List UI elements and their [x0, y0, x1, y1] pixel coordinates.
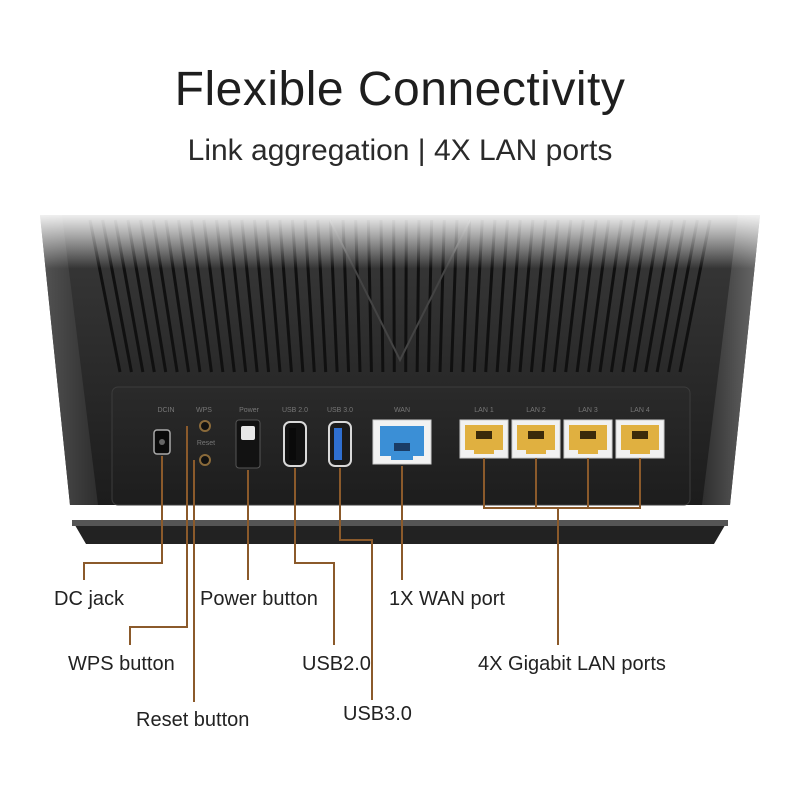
page-title: Flexible Connectivity	[174, 63, 626, 116]
mark-usb3: USB 3.0	[327, 407, 353, 414]
label-reset-button: Reset button	[136, 709, 250, 731]
lan-port-3	[563, 419, 613, 459]
dc-jack-port	[153, 429, 171, 455]
wps-button-hole	[199, 420, 211, 432]
mark-lan3: LAN 3	[578, 407, 598, 414]
label-wps-button: WPS button	[68, 653, 175, 675]
leader-lan	[483, 458, 641, 509]
leader-dc-jack	[83, 456, 163, 580]
mark-usb2: USB 2.0	[282, 407, 308, 414]
lan-port-1	[459, 419, 509, 459]
router-stand	[72, 520, 728, 544]
mark-lan1: LAN 1	[474, 407, 494, 414]
mark-wan: WAN	[394, 407, 410, 414]
label-dc-jack: DC jack	[54, 588, 125, 610]
page-subtitle: Link aggregation | 4X LAN ports	[187, 134, 613, 167]
usb2-port	[283, 421, 307, 467]
label-usb2: USB2.0	[302, 653, 371, 675]
mark-reset: Reset	[197, 440, 215, 447]
mark-dcin: DCIN	[157, 407, 174, 414]
power-button-switch	[235, 419, 261, 469]
label-lan-ports: 4X Gigabit LAN ports	[478, 653, 666, 675]
callout-leader-lines	[83, 426, 641, 702]
mark-lan2: LAN 2	[526, 407, 546, 414]
mark-power: Power	[239, 407, 260, 414]
leader-usb2	[294, 468, 335, 645]
lan-port-group	[459, 419, 665, 459]
reset-button-hole	[199, 454, 211, 466]
label-wan-port: 1X WAN port	[389, 588, 505, 610]
port-panel: DCIN WPS Reset Power USB 2.0 USB 3.0 WAN…	[111, 386, 691, 506]
mark-lan4: LAN 4	[630, 407, 650, 414]
label-usb3: USB3.0	[343, 703, 412, 725]
lan-port-4	[615, 419, 665, 459]
mark-wps: WPS	[196, 407, 212, 414]
usb3-port	[328, 421, 352, 467]
leader-wps	[129, 426, 188, 645]
leader-usb3	[339, 468, 373, 700]
lan-port-2	[511, 419, 561, 459]
label-power-button: Power button	[200, 588, 318, 610]
wan-port	[372, 419, 432, 465]
